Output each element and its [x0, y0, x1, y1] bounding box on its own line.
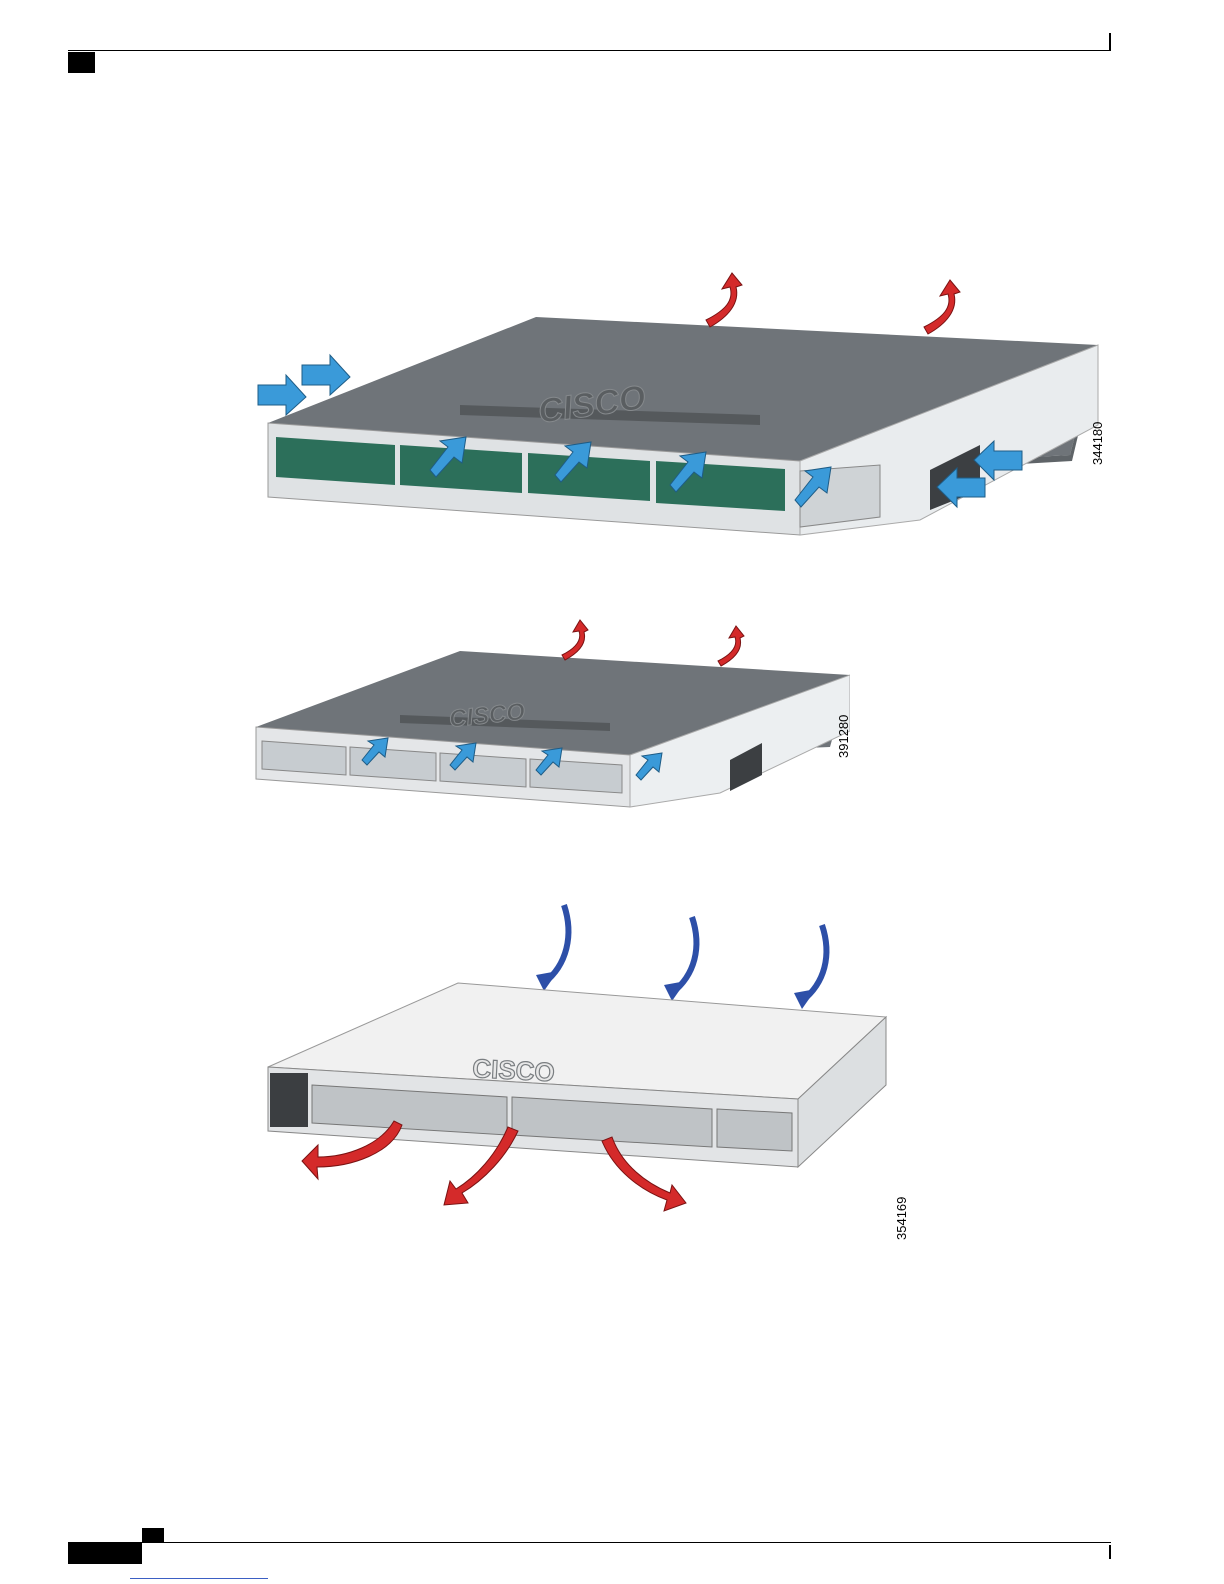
- figure-switch-side-airflow: CISCO: [240, 265, 1110, 555]
- cisco-logo: CISCO: [472, 1053, 556, 1087]
- footer-marker: [142, 1528, 164, 1542]
- top-intake-arrows: [544, 905, 826, 1001]
- footer-tab: [68, 1542, 142, 1564]
- header-rule: [68, 50, 1111, 51]
- header-tick-right: [1109, 33, 1111, 51]
- header-marker: [68, 52, 95, 73]
- figure-switch-top-intake: CISCO: [262, 895, 892, 1225]
- footer-tick-right: [1109, 1545, 1111, 1559]
- figure-id-2: 391280: [836, 715, 851, 758]
- figure-switch-front-airflow: CISCO: [250, 615, 850, 815]
- exhaust-arrows: [706, 273, 960, 334]
- figure-id-3: 354169: [894, 1197, 909, 1240]
- management-panel: [270, 1073, 308, 1127]
- footer-rule: [142, 1542, 1111, 1543]
- footer-link-underline[interactable]: [130, 1572, 268, 1579]
- figure-id-1: 344180: [1090, 422, 1105, 465]
